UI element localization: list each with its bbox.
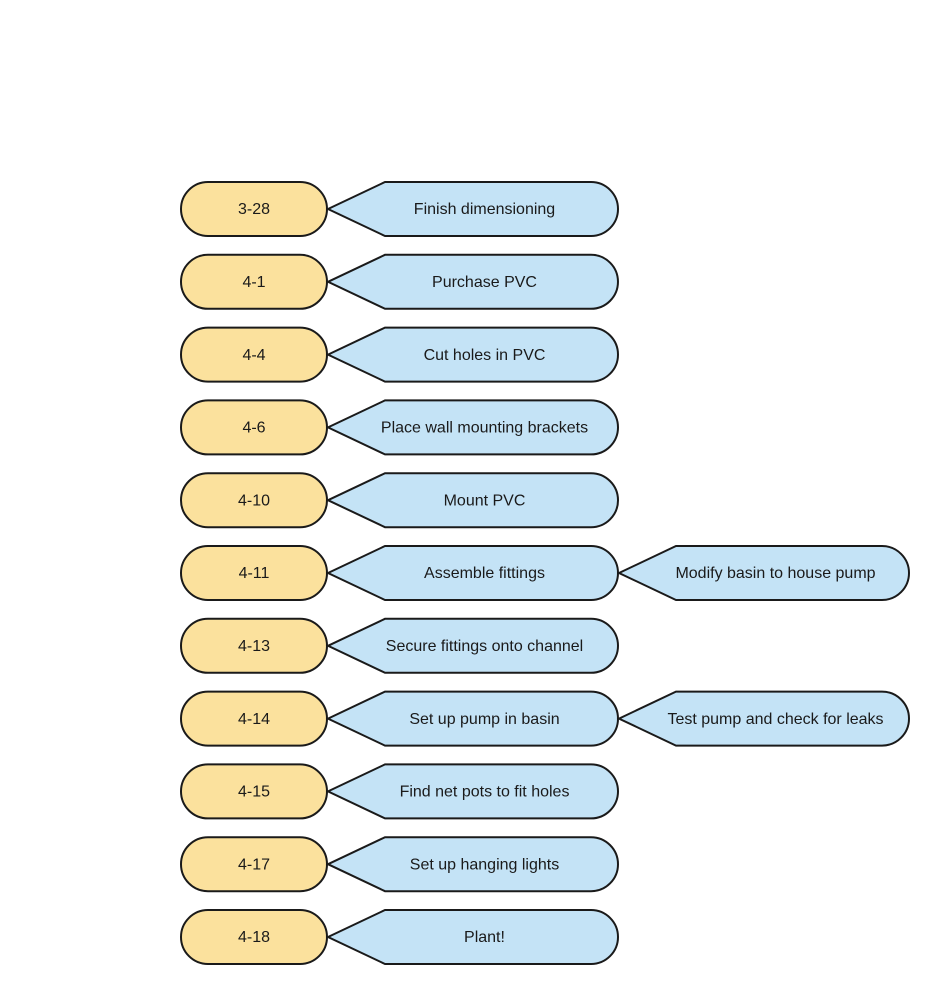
timeline-row: 4-1 Purchase PVC [180, 253, 619, 310]
subtask-label: Test pump and check for leaks [667, 711, 883, 728]
task-box: Cut holes in PVC [325, 326, 619, 383]
task-box-shape [325, 253, 619, 310]
task-box-shape [325, 472, 619, 529]
date-label: 4-18 [238, 929, 270, 946]
date-label: 4-4 [242, 347, 265, 364]
timeline-row: 4-15 Find net pots to fit holes [180, 763, 619, 820]
task-label: Set up hanging lights [410, 856, 559, 873]
subtask-box-shape [616, 690, 910, 747]
timeline-row: 4-10 Mount PVC [180, 472, 619, 529]
date-pill: 4-17 [180, 836, 328, 893]
date-pill: 4-15 [180, 763, 328, 820]
subtask-label: Modify basin to house pump [675, 565, 875, 582]
date-pill: 4-14 [180, 690, 328, 747]
task-box-shape [325, 326, 619, 383]
task-box: Set up pump in basin [325, 690, 619, 747]
timeline-row: 4-18 Plant! [180, 909, 619, 965]
task-box: Find net pots to fit holes [325, 763, 619, 820]
task-box: Assemble fittings [325, 545, 619, 601]
timeline-row: 4-14 Set up pump in basin Test pump and ch… [180, 690, 910, 747]
timeline-row: 4-17 Set up hanging lights [180, 836, 619, 893]
date-pill: 4-6 [180, 399, 328, 456]
task-label: Finish dimensioning [414, 201, 555, 218]
task-label: Cut holes in PVC [424, 347, 546, 364]
task-box: Plant! [325, 909, 619, 965]
task-box-shape [325, 836, 619, 893]
subtask-box-shape [616, 545, 910, 601]
date-pill: 4-13 [180, 617, 328, 674]
date-pill: 4-10 [180, 472, 328, 529]
timeline-row: 4-13 Secure fittings onto channel [180, 617, 619, 674]
date-label: 4-11 [239, 565, 270, 582]
timeline-row: 4-6 Place wall mounting brackets [180, 399, 619, 456]
subtask-box: Modify basin to house pump [616, 545, 910, 601]
task-label: Purchase PVC [432, 274, 537, 291]
task-box: Place wall mounting brackets [325, 399, 619, 456]
task-box-shape [325, 617, 619, 674]
date-pill: 4-1 [180, 253, 328, 310]
task-label: Set up pump in basin [409, 711, 559, 728]
task-box-shape [325, 909, 619, 965]
task-box: Purchase PVC [325, 253, 619, 310]
task-label: Mount PVC [444, 492, 526, 509]
subtask-box: Test pump and check for leaks [616, 690, 910, 747]
task-box: Mount PVC [325, 472, 619, 529]
task-box: Secure fittings onto channel [325, 617, 619, 674]
date-label: 4-14 [238, 711, 270, 728]
timeline-row: 4-4 Cut holes in PVC [180, 326, 619, 383]
task-label: Place wall mounting brackets [381, 420, 588, 437]
task-box-shape [325, 181, 619, 237]
task-label: Find net pots to fit holes [400, 784, 570, 801]
date-label: 4-17 [238, 856, 270, 873]
timeline-row: 3-28 Finish dimensioning [180, 181, 619, 237]
date-label: 4-6 [242, 420, 265, 437]
task-box-shape [325, 763, 619, 820]
date-label: 4-10 [238, 492, 270, 509]
date-pill: 3-28 [180, 181, 328, 237]
date-label: 4-15 [238, 784, 270, 801]
task-label: Secure fittings onto channel [386, 638, 583, 655]
date-label: 4-1 [242, 274, 265, 291]
date-label: 4-13 [238, 638, 270, 655]
date-pill: 4-11 [180, 545, 328, 601]
date-label: 3-28 [238, 201, 270, 218]
task-box: Finish dimensioning [325, 181, 619, 237]
task-box-shape [325, 399, 619, 456]
date-pill: 4-18 [180, 909, 328, 965]
task-label: Assemble fittings [424, 565, 545, 582]
task-box: Set up hanging lights [325, 836, 619, 893]
date-pill: 4-4 [180, 326, 328, 383]
timeline-row: 4-11 Assemble fittings Modify basin to hou… [180, 545, 910, 601]
task-label: Plant! [464, 929, 505, 946]
